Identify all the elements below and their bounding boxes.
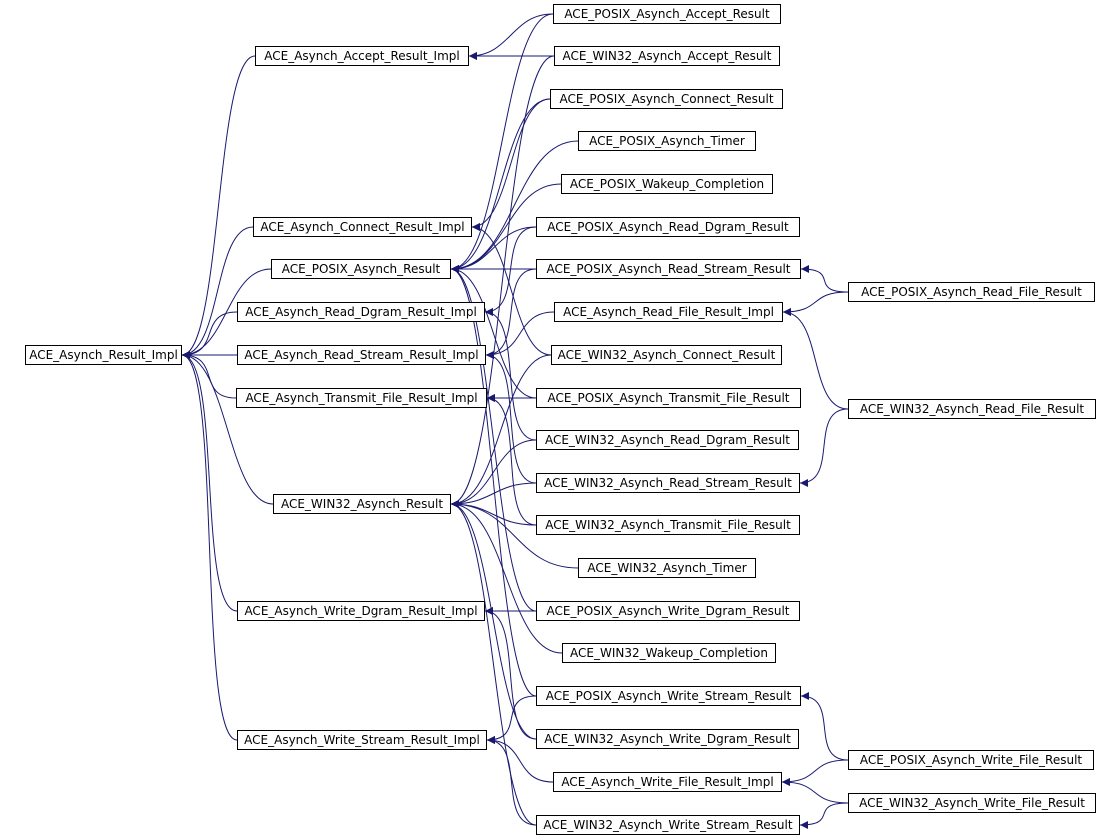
inheritance-arrow	[450, 265, 537, 399]
class-node-ace-asynch-read-file-result-impl[interactable]: ACE_Asynch_Read_File_Result_Impl	[554, 302, 783, 322]
inheritance-arrow	[450, 13, 554, 273]
inheritance-arrow	[181, 55, 256, 359]
class-node-ace-asynch-write-file-result-impl[interactable]: ACE_Asynch_Write_File_Result_Impl	[553, 772, 782, 792]
class-node-ace-win32-wakeup-completion[interactable]: ACE_WIN32_Wakeup_Completion	[562, 643, 776, 663]
class-node-ace-asynch-transmit-file-result-impl[interactable]: ACE_Asynch_Transmit_File_Result_Impl	[236, 388, 487, 408]
inheritance-arrow	[782, 308, 849, 410]
inheritance-arrow	[181, 226, 254, 359]
inheritance-arrow	[486, 736, 537, 826]
inheritance-arrow	[485, 268, 537, 359]
inheritance-arrow	[484, 226, 537, 316]
inheritance-arrow	[181, 351, 237, 399]
inheritance-arrow	[484, 308, 537, 441]
inheritance-arrow	[485, 311, 555, 359]
class-node-ace-asynch-read-stream-result-impl[interactable]: ACE_Asynch_Read_Stream_Result_Impl	[237, 345, 486, 365]
inheritance-arrow	[181, 311, 238, 359]
class-node-ace-posix-asynch-transmit-file-result[interactable]: ACE_POSIX_Asynch_Transmit_File_Result	[536, 388, 801, 408]
inheritance-arrow	[181, 351, 238, 741]
class-node-ace-posix-asynch-read-file-result[interactable]: ACE_POSIX_Asynch_Read_File_Result	[848, 282, 1095, 302]
class-node-ace-win32-asynch-timer[interactable]: ACE_WIN32_Asynch_Timer	[578, 558, 756, 578]
inheritance-arrow	[471, 223, 552, 356]
class-node-ace-posix-asynch-connect-result[interactable]: ACE_POSIX_Asynch_Connect_Result	[550, 89, 783, 109]
class-node-ace-posix-asynch-write-dgram-result[interactable]: ACE_POSIX_Asynch_Write_Dgram_Result	[536, 601, 800, 621]
inheritance-arrow	[799, 408, 849, 487]
class-node-ace-win32-asynch-result[interactable]: ACE_WIN32_Asynch_Result	[273, 494, 451, 514]
inheritance-arrow	[782, 291, 849, 316]
inheritance-arrow	[484, 607, 537, 740]
class-node-ace-posix-asynch-result[interactable]: ACE_POSIX_Asynch_Result	[271, 259, 451, 279]
inheritance-arrow	[450, 265, 537, 697]
class-node-ace-win32-asynch-write-dgram-result[interactable]: ACE_WIN32_Asynch_Write_Dgram_Result	[536, 729, 799, 749]
class-node-ace-posix-asynch-timer[interactable]: ACE_POSIX_Asynch_Timer	[578, 131, 756, 151]
inheritance-arrow	[800, 692, 849, 761]
class-node-ace-win32-asynch-write-stream-result[interactable]: ACE_WIN32_Asynch_Write_Stream_Result	[536, 815, 800, 835]
inheritance-arrow	[450, 500, 563, 654]
class-node-ace-win32-asynch-read-dgram-result[interactable]: ACE_WIN32_Asynch_Read_Dgram_Result	[536, 430, 799, 450]
inheritance-arrow	[781, 759, 849, 786]
class-node-ace-asynch-accept-result-impl[interactable]: ACE_Asynch_Accept_Result_Impl	[255, 46, 469, 66]
class-node-ace-posix-asynch-write-file-result[interactable]: ACE_POSIX_Asynch_Write_File_Result	[848, 750, 1094, 770]
class-node-ace-asynch-read-dgram-result-impl[interactable]: ACE_Asynch_Read_Dgram_Result_Impl	[237, 302, 485, 322]
class-node-ace-win32-asynch-connect-result[interactable]: ACE_WIN32_Asynch_Connect_Result	[551, 345, 782, 365]
inheritance-arrow	[181, 268, 272, 359]
inheritance-arrow	[450, 98, 551, 273]
class-node-ace-posix-wakeup-completion[interactable]: ACE_POSIX_Wakeup_Completion	[561, 174, 773, 194]
inheritance-arrow	[486, 394, 537, 526]
inheritance-arrow	[486, 695, 537, 744]
inheritance-arrow	[181, 351, 238, 612]
class-node-ace-posix-asynch-read-stream-result[interactable]: ACE_POSIX_Asynch_Read_Stream_Result	[536, 259, 801, 279]
inheritance-arrow	[485, 351, 537, 484]
inheritance-arrow	[450, 500, 537, 826]
inheritance-arrow	[450, 265, 537, 612]
class-node-ace-asynch-write-dgram-result-impl[interactable]: ACE_Asynch_Write_Dgram_Result_Impl	[237, 601, 485, 621]
inheritance-arrow	[800, 265, 849, 293]
inheritance-arrow	[450, 55, 555, 508]
class-node-ace-posix-asynch-accept-result[interactable]: ACE_POSIX_Asynch_Accept_Result	[553, 4, 781, 24]
inheritance-arrow	[450, 183, 562, 273]
inheritance-arrow	[450, 354, 552, 508]
inheritance-arrow	[781, 778, 849, 804]
class-node-ace-win32-asynch-accept-result[interactable]: ACE_WIN32_Asynch_Accept_Result	[554, 46, 780, 66]
inheritance-arrow	[486, 736, 554, 783]
class-node-ace-win32-asynch-read-stream-result[interactable]: ACE_WIN32_Asynch_Read_Stream_Result	[536, 473, 800, 493]
inheritance-arrow	[450, 140, 579, 273]
class-node-ace-win32-asynch-read-file-result[interactable]: ACE_WIN32_Asynch_Read_File_Result	[848, 399, 1096, 419]
inheritance-arrow	[450, 500, 537, 740]
class-node-ace-posix-asynch-write-stream-result[interactable]: ACE_POSIX_Asynch_Write_Stream_Result	[536, 686, 801, 706]
inheritance-arrow	[471, 98, 551, 231]
class-node-ace-asynch-write-stream-result-impl[interactable]: ACE_Asynch_Write_Stream_Result_Impl	[237, 730, 487, 750]
inheritance-arrow	[181, 351, 274, 505]
class-node-ace-posix-asynch-read-dgram-result[interactable]: ACE_POSIX_Asynch_Read_Dgram_Result	[536, 217, 800, 237]
class-node-ace-win32-asynch-write-file-result[interactable]: ACE_WIN32_Asynch_Write_File_Result	[848, 793, 1096, 813]
class-node-ace-win32-asynch-transmit-file-result[interactable]: ACE_WIN32_Asynch_Transmit_File_Result	[536, 515, 800, 535]
inheritance-arrow	[468, 13, 554, 60]
class-node-ace-asynch-connect-result-impl[interactable]: ACE_Asynch_Connect_Result_Impl	[253, 217, 472, 237]
inheritance-arrow	[450, 226, 537, 273]
class-node-ace-asynch-result-impl[interactable]: ACE_Asynch_Result_Impl	[25, 345, 182, 365]
inheritance-arrow	[450, 439, 537, 508]
inheritance-arrow	[799, 802, 849, 829]
inheritance-arrow	[450, 500, 579, 569]
inheritance-arrow	[450, 482, 537, 508]
